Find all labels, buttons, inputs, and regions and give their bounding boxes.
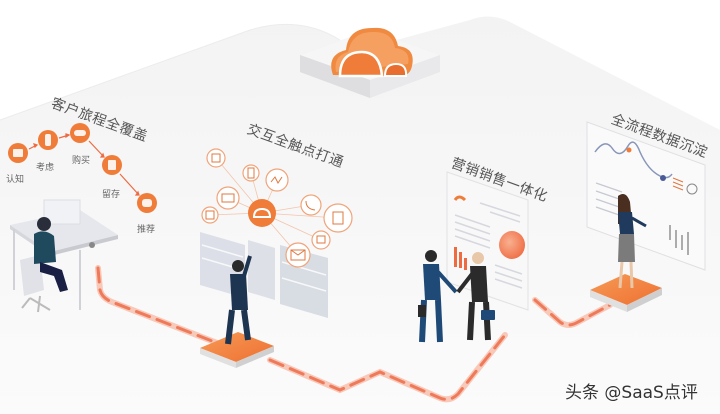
mobile-icon — [242, 164, 260, 182]
touchpoint-network — [201, 148, 353, 268]
facebook-icon — [323, 203, 353, 233]
chat-icon — [311, 230, 331, 250]
cloud-icon — [331, 27, 413, 78]
app-icon — [206, 148, 226, 168]
phone-icon — [300, 194, 322, 216]
presenter-figure — [200, 255, 274, 368]
step-label-purchase: 购买 — [72, 156, 91, 166]
tablet-icon — [201, 206, 219, 224]
step-label-retention: 留存 — [102, 190, 121, 200]
handshake-figures — [418, 250, 495, 343]
marketing-document — [446, 171, 529, 311]
data-dashboard — [586, 121, 706, 271]
background-platform — [0, 16, 720, 414]
analyst-figure — [590, 194, 662, 312]
desk-worker-figure — [10, 199, 118, 313]
cloud-hub-icon — [248, 199, 276, 227]
monitor-icon — [216, 186, 240, 210]
step-label-consideration: 考虑 — [36, 163, 55, 173]
flow-path — [95, 265, 613, 403]
step-label-referral: 推荐 — [137, 225, 156, 235]
step-label-awareness: 认知 — [6, 175, 25, 185]
cloud-block — [300, 27, 440, 98]
watermark: 头条 @SaaS点评 — [565, 383, 698, 403]
journey-steps — [8, 123, 157, 213]
